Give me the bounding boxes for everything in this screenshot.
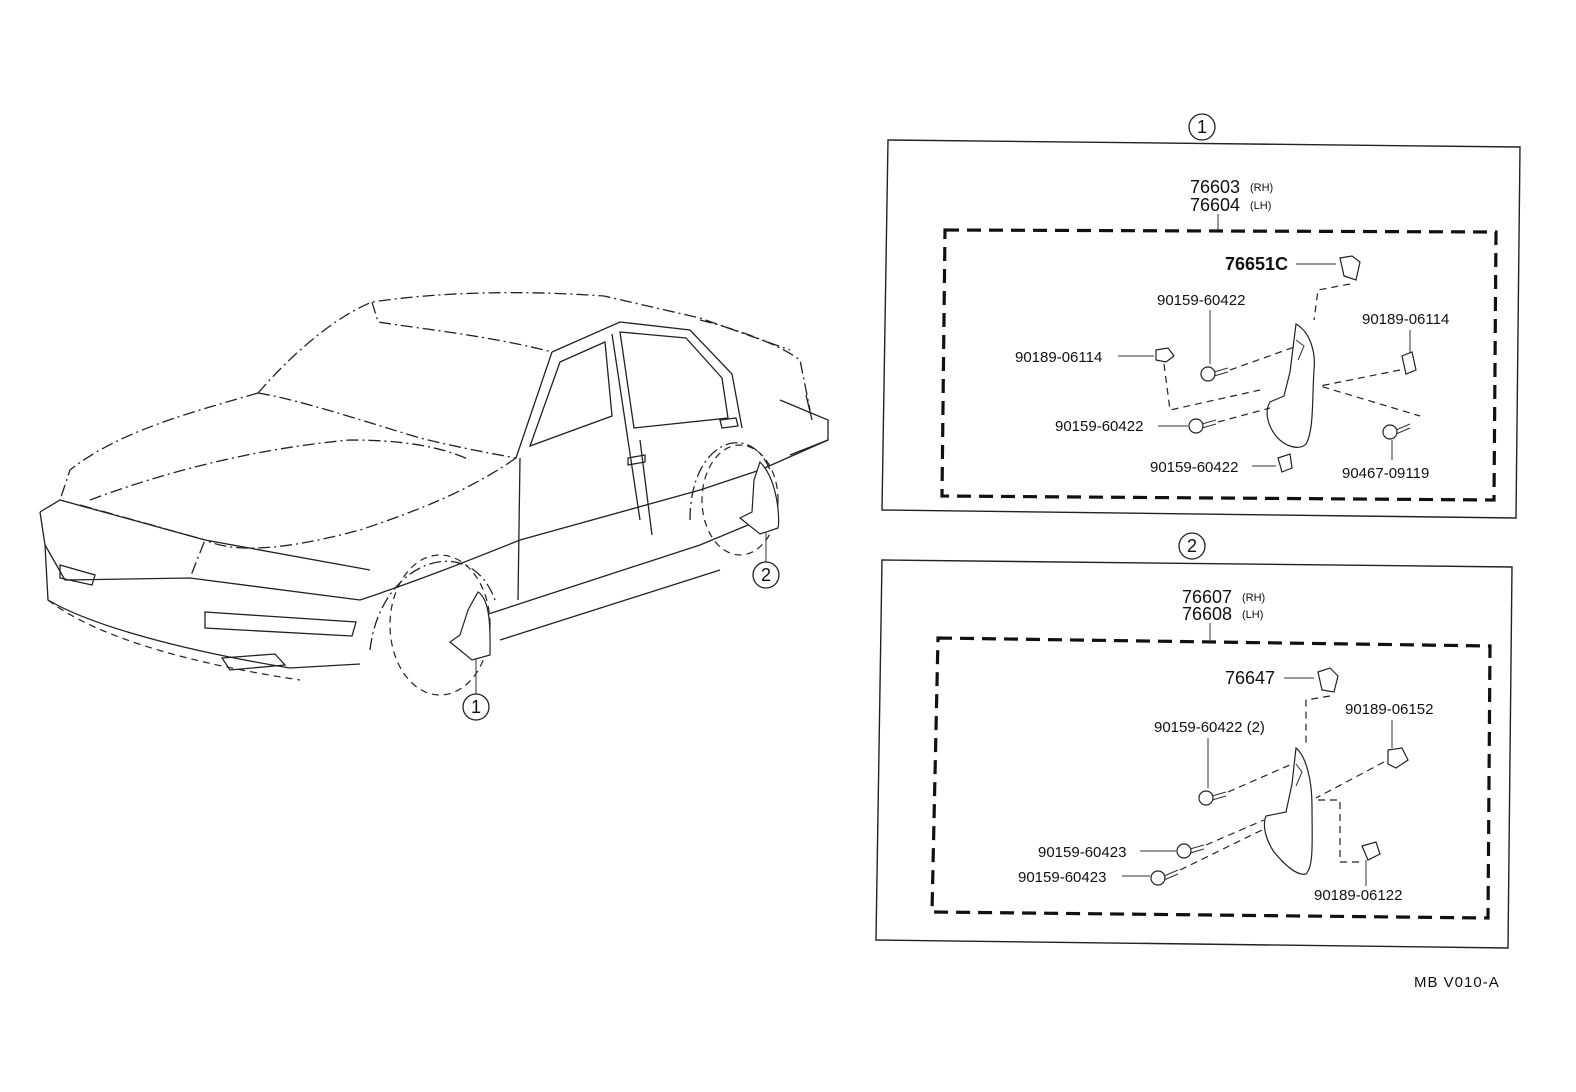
car-illustration: 1 2	[39, 291, 829, 721]
panel-1-kit-outline	[940, 228, 1498, 502]
panel-1-badge: 1	[1188, 113, 1216, 141]
assembly2-rh-side: (RH)	[1242, 592, 1265, 604]
part-76647-label: 76647	[1225, 668, 1275, 688]
assembly2-lh-number: 76608	[1182, 604, 1232, 624]
part-screw-top-label: 90159-60422	[1157, 292, 1245, 309]
assembly-lh-side: (LH)	[1250, 200, 1271, 212]
part2-screw-top-label: 90159-60422 (2)	[1154, 719, 1265, 736]
svg-text:2: 2	[761, 565, 771, 585]
part2-screw-1-label: 90159-60423	[1038, 844, 1126, 861]
assembly-rh-side: (RH)	[1250, 182, 1273, 194]
panel-2-frame	[875, 559, 1513, 949]
assembly2-rh-number: 76607	[1182, 587, 1232, 607]
panel-2-badge: 2	[1178, 532, 1206, 560]
part-nut-left-label: 90189-06114	[1015, 349, 1102, 366]
part-screw-mid-label: 90159-60422	[1055, 418, 1143, 435]
assembly-lh-number: 76604	[1190, 195, 1240, 215]
panel-1: 1 76603 (RH) 76604 (LH) 76651C 90159-604…	[881, 113, 1521, 519]
part-nut-bottom-right-label: 90189-06122	[1314, 887, 1402, 904]
mudguard-2	[1263, 746, 1313, 875]
part-bolt-right-label: 90467-09119	[1342, 465, 1429, 482]
part2-screw-2-label: 90159-60423	[1018, 869, 1106, 886]
panel-2: 2 76607 (RH) 76608 (LH) 76647 90159-6042…	[875, 532, 1513, 949]
mudguard-1	[1266, 323, 1315, 448]
assembly2-lh-side: (LH)	[1242, 609, 1263, 621]
callout-1: 1	[462, 693, 490, 721]
part-screw-bottom-label: 90159-60422	[1150, 459, 1238, 476]
panel-2-kit-outline	[930, 636, 1492, 920]
svg-text:1: 1	[471, 697, 481, 717]
part-76651c-label: 76651C	[1225, 254, 1288, 274]
part-nut-right-label: 90189-06114	[1362, 311, 1449, 328]
panel-1-frame	[881, 139, 1521, 519]
diagram-reference-code: MB V010-A	[1414, 974, 1500, 991]
callout-2: 2	[752, 561, 780, 589]
svg-text:1: 1	[1197, 117, 1207, 137]
part-nut-top-right-label: 90189-06152	[1345, 701, 1433, 718]
assembly-rh-number: 76603	[1190, 177, 1240, 197]
svg-text:2: 2	[1187, 536, 1197, 556]
